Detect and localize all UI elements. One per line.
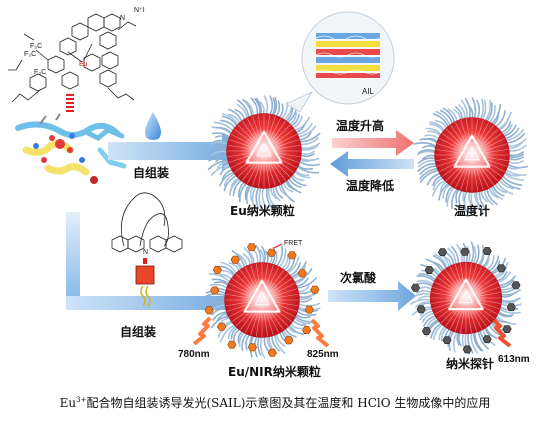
svg-text:Eu: Eu [79, 61, 88, 68]
molecular-model [15, 113, 127, 184]
wavelength-613-label: 613nm [498, 354, 530, 365]
thermometer-nanoparticle [413, 97, 529, 214]
emission-zigzag-613 [492, 318, 512, 348]
wavelength-825-label: 825nm [307, 349, 339, 360]
caption-superscript: 3+ [76, 396, 87, 404]
eu-nanoparticle-label: Eu纳米颗粒 [230, 203, 295, 218]
svg-text:N: N [120, 15, 125, 22]
red-connector-bars [66, 94, 74, 112]
ail-zoom-bubble: AIL [285, 11, 395, 113]
self-assembly-label-top: 自组装 [133, 165, 169, 180]
emission-zigzag-825 [310, 318, 330, 348]
temp-rise-arrow [332, 130, 414, 156]
fret-label: FRET [284, 240, 303, 247]
svg-text:F₃C: F₃C [24, 51, 36, 58]
figure-caption: Eu3+配合物自组装诱导发光(SAIL)示意图及其在温度和 HClO 生物成像中… [0, 394, 550, 411]
temp-rise-label: 温度升高 [336, 118, 384, 133]
svg-text:N⁺I: N⁺I [134, 7, 145, 14]
eu-nir-label: Eu/NIR纳米颗粒 [228, 364, 321, 379]
hclo-label: 次氯酸 [340, 270, 377, 285]
temp-fall-label: 温度降低 [346, 178, 394, 193]
ail-label: AIL [362, 87, 375, 96]
svg-text:F₃C: F₃C [34, 69, 46, 76]
thermometer-label: 温度计 [454, 203, 490, 218]
nir-dye-structure: N [111, 192, 183, 256]
eu-nir-nanoparticle [204, 243, 321, 359]
nanoprobe-label: 纳米探针 [446, 356, 494, 371]
self-assembly-arrow-top [108, 132, 242, 170]
caption-eu: Eu [59, 396, 77, 410]
svg-text:N: N [143, 249, 148, 256]
svg-text:F₃C: F₃C [30, 43, 42, 50]
hclo-arrow [328, 281, 416, 311]
wavelength-780-label: 780nm [178, 349, 210, 360]
nanoprobe [410, 241, 522, 355]
water-drop-icon [145, 112, 161, 140]
fret-arrow [273, 243, 283, 249]
self-assembly-arrow-bottom [66, 212, 246, 320]
emission-zigzag-780 [192, 316, 212, 346]
self-assembly-label-bottom: 自组装 [120, 324, 156, 339]
caption-text: 配合物自组装诱导发光(SAIL)示意图及其在温度和 HClO 生物成像中的应用 [86, 396, 491, 410]
temp-fall-arrow [330, 151, 414, 177]
nir-connector [135, 258, 155, 307]
eu-nanoparticle [207, 95, 321, 211]
eu-complex-structure: F₃C F₃C F₃C N N⁺I Eu [8, 7, 145, 103]
